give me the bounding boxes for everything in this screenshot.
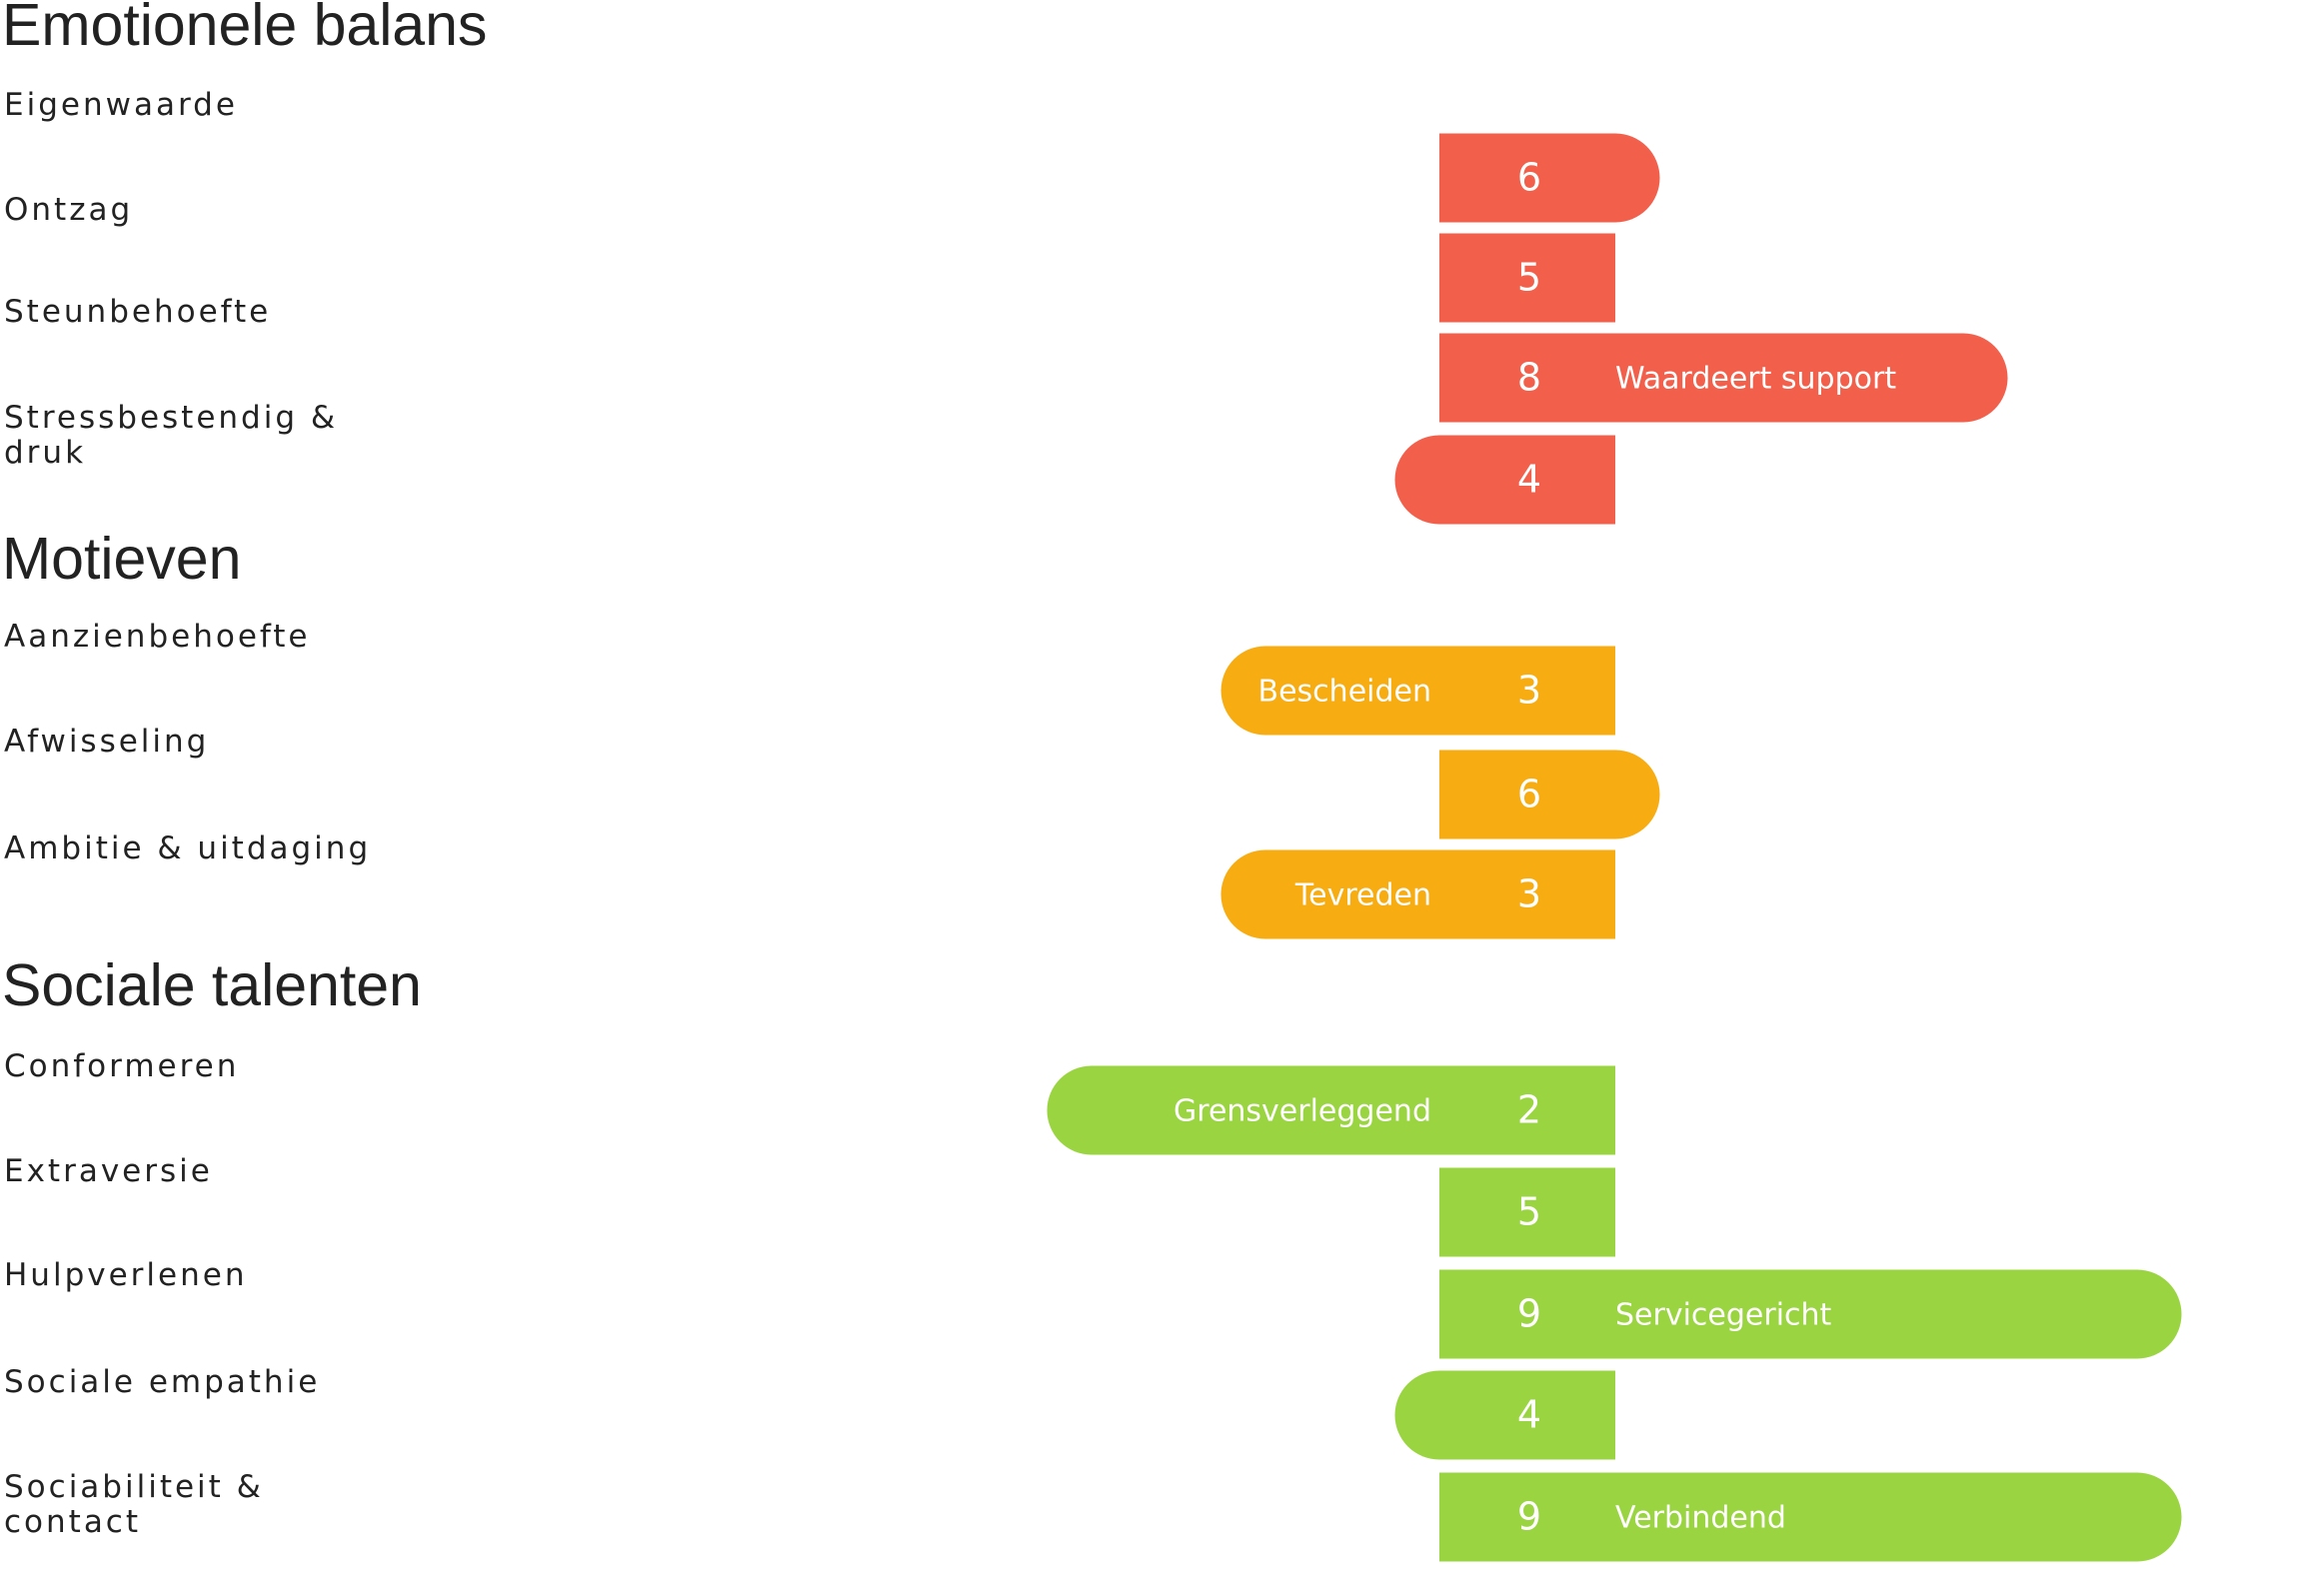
- annotation-label: Bescheiden: [1258, 675, 1431, 710]
- bar: [1439, 233, 1615, 323]
- score-label: 6: [1517, 773, 1541, 816]
- score-label: 4: [1517, 1393, 1541, 1437]
- annotation-label: Grensverleggend: [1173, 1094, 1431, 1129]
- section-title: Sociale talenten: [2, 952, 422, 1018]
- score-label: 9: [1517, 1292, 1541, 1336]
- row-label: Afwisseling: [4, 724, 209, 760]
- row-label: Steunbehoefte: [4, 294, 271, 330]
- annotation-label: Servicegericht: [1615, 1298, 1832, 1333]
- bar: [1220, 849, 1615, 939]
- row-label: Eigenwaarde: [4, 87, 238, 123]
- bar: [1439, 133, 1660, 223]
- bar: [1439, 333, 2008, 423]
- bar: [1394, 1370, 1615, 1460]
- score-label: 3: [1517, 872, 1541, 916]
- score-label: 2: [1517, 1088, 1541, 1132]
- score-label: 4: [1517, 458, 1541, 502]
- score-label: 3: [1517, 669, 1541, 713]
- row-label: Conformeren: [4, 1048, 239, 1084]
- row-label: Sociale empathie: [4, 1364, 320, 1400]
- row-label: Hulpverlenen: [4, 1257, 247, 1293]
- row-label: Extraversie: [4, 1153, 213, 1189]
- row-label: Ontzag: [4, 192, 133, 228]
- bar: [1439, 1472, 2182, 1562]
- row-label: Ambitie & uitdaging: [4, 830, 371, 866]
- section-title: Motieven: [2, 526, 241, 592]
- bar: [1439, 1167, 1615, 1257]
- row-label: Stressbestendig &druk: [4, 400, 338, 471]
- annotation-label: Waardeert support: [1615, 362, 1896, 397]
- annotation-label: Verbindend: [1615, 1501, 1786, 1536]
- score-label: 5: [1517, 256, 1541, 300]
- row-label: Aanzienbehoefte: [4, 619, 311, 655]
- annotation-label: Tevreden: [1294, 878, 1431, 913]
- score-label: 6: [1517, 156, 1541, 200]
- bar: [1439, 750, 1660, 839]
- score-label: 8: [1517, 356, 1541, 400]
- bar: [1047, 1065, 1615, 1155]
- bar: [1220, 646, 1615, 736]
- score-label: 9: [1517, 1495, 1541, 1539]
- bar: [1439, 1269, 2182, 1359]
- score-label: 5: [1517, 1190, 1541, 1234]
- section-title: Emotionele balans: [2, 0, 487, 58]
- row-label: Sociabiliteit &contact: [4, 1469, 264, 1540]
- bar: [1394, 435, 1615, 525]
